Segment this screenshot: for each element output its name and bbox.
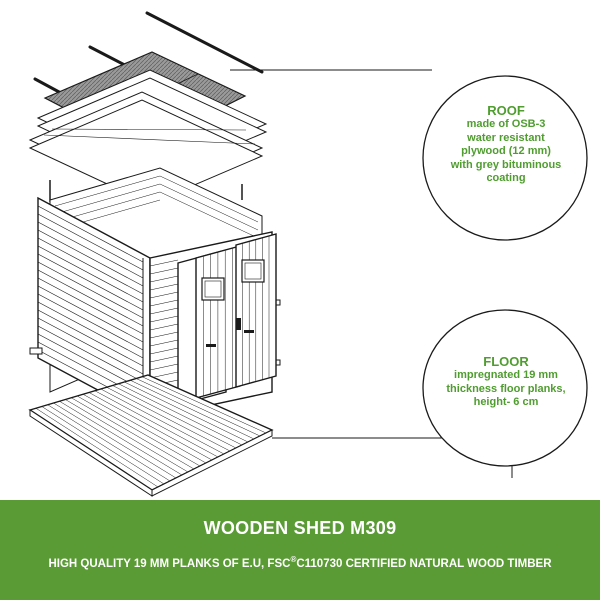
banner-subtitle-pre: HIGH QUALITY 19 MM PLANKS OF E.U, FSC [48,557,291,570]
roof-base-layers [28,69,268,205]
roof-callout-line: water resistant [467,131,545,144]
floor-callout-bubble [422,309,588,467]
floor-callout: FLOOR impregnated 19 mm thickness floor … [428,354,584,410]
banner-subtitle: HIGH QUALITY 19 MM PLANKS OF E.U, FSC®C1… [0,555,600,570]
floor-callout-line: thickness floor planks, [446,382,566,395]
roof-callout-line: with grey bituminous [450,158,562,171]
roof-callout-bubble [422,75,588,241]
roof-callout-line: coating [486,172,526,184]
floor-planks [28,374,274,497]
floor-callout-heading: FLOOR [483,354,529,369]
floor-callout-line: height- 6 cm [473,396,539,408]
left-wall [29,196,151,420]
roof-callout-line: made of OSB-3 [466,118,546,130]
exploded-shed-drawing [28,11,588,497]
floor-callout-line: impregnated 19 mm [454,369,558,381]
roof-callout-heading: ROOF [487,103,525,118]
title-banner: WOODEN SHED M309 HIGH QUALITY 19 MM PLAN… [0,500,600,600]
banner-subtitle-post: C110730 CERTIFIED NATURAL WOOD TIMBER [296,557,552,570]
double-door [177,233,277,406]
roof-callout: ROOF made of OSB-3 water resistant plywo… [428,103,584,186]
roof-callout-line: plywood (12 mm) [461,145,551,157]
registered-mark: ® [290,555,297,564]
banner-title: WOODEN SHED M309 [203,518,397,538]
